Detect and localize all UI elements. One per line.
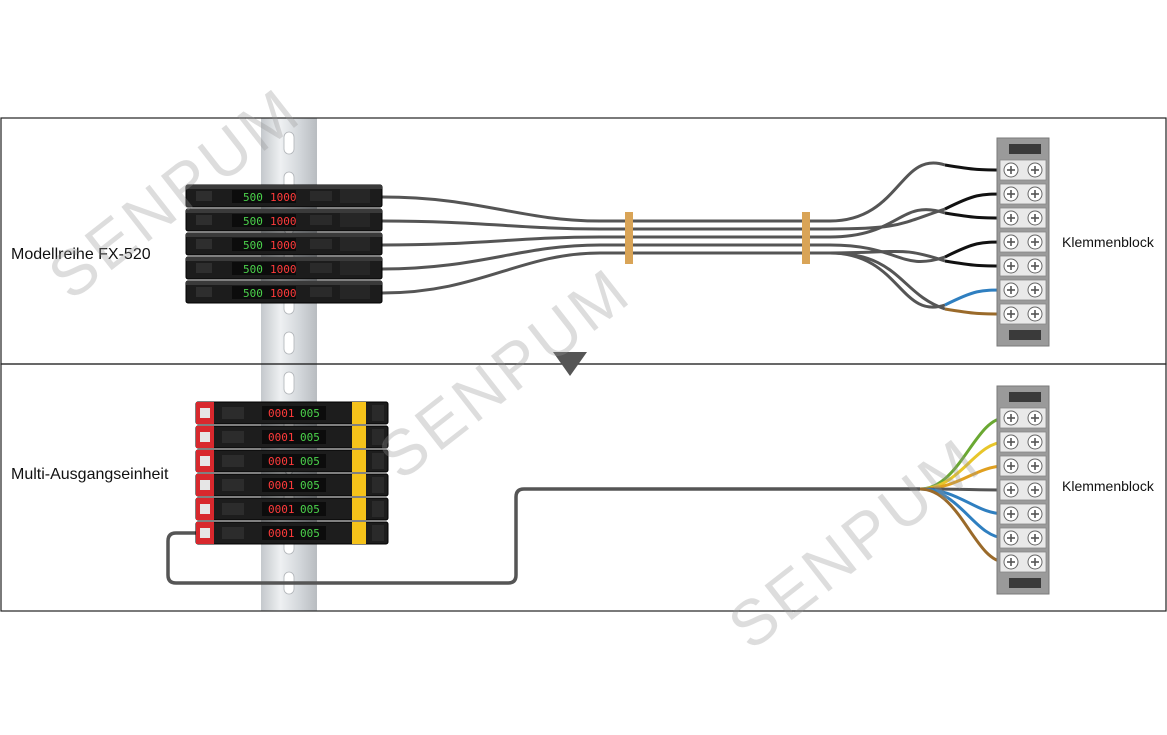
screw-icon	[1027, 506, 1043, 522]
screw-icon	[1003, 162, 1019, 178]
svg-text:500: 500	[243, 287, 263, 300]
svg-text:500: 500	[243, 239, 263, 252]
top-terminal-label: Klemmenblock	[1062, 234, 1154, 250]
terminal-wire	[829, 161, 946, 223]
screw-icon	[1003, 434, 1019, 450]
fx520-sensor-unit: 500 1000	[185, 256, 383, 280]
svg-text:1000: 1000	[270, 215, 297, 228]
svg-text:500: 500	[243, 215, 263, 228]
multi-output-unit: 0001 005	[195, 473, 389, 497]
wire-end	[944, 259, 1006, 268]
sensor-wire	[381, 235, 830, 247]
fx520-sensor-unit: 500 1000	[185, 208, 383, 232]
screw-icon	[1027, 234, 1043, 250]
terminal-wire	[829, 207, 946, 231]
screw-icon	[1003, 234, 1019, 250]
svg-text:0001: 0001	[268, 407, 295, 420]
screw-icon	[1027, 410, 1043, 426]
bottom-terminal-label: Klemmenblock	[1062, 478, 1154, 494]
down-arrow-icon	[553, 352, 587, 376]
svg-text:005: 005	[300, 455, 320, 468]
multi-output-unit: 0001 005	[195, 425, 389, 449]
sensor-wire	[381, 195, 830, 223]
screw-icon	[1027, 554, 1043, 570]
fx520-sensor-unit: 500 1000	[185, 280, 383, 304]
svg-text:1000: 1000	[270, 191, 297, 204]
screw-icon	[1003, 210, 1019, 226]
screw-icon	[1003, 530, 1019, 546]
svg-text:0001: 0001	[268, 479, 295, 492]
multi-output-unit: 0001 005	[195, 521, 389, 545]
svg-text:005: 005	[300, 431, 320, 444]
cable-tie-left	[625, 212, 633, 264]
terminal-wire	[829, 251, 946, 311]
terminal-block-bottom	[996, 385, 1050, 595]
bottom-panel-frame	[0, 363, 1167, 612]
screw-icon	[1027, 210, 1043, 226]
fanout-wire	[919, 440, 1006, 491]
sensor-wire	[381, 251, 830, 295]
screw-icon	[1003, 186, 1019, 202]
screw-icon	[1003, 458, 1019, 474]
wire-end	[944, 211, 1006, 220]
screw-icon	[1027, 530, 1043, 546]
svg-text:0001: 0001	[268, 527, 295, 540]
svg-text:005: 005	[300, 479, 320, 492]
multi-output-unit: 0001 005	[195, 497, 389, 521]
screw-icon	[1003, 410, 1019, 426]
svg-text:1000: 1000	[270, 287, 297, 300]
screw-icon	[1003, 258, 1019, 274]
screw-icon	[1027, 458, 1043, 474]
wire-end	[944, 163, 1006, 172]
screw-icon	[1003, 282, 1019, 298]
wire-end	[944, 240, 1006, 259]
screw-icon	[1027, 306, 1043, 322]
cable-tie-right	[802, 212, 810, 264]
svg-text:500: 500	[243, 191, 263, 204]
fx520-sensor-unit: 500 1000	[185, 184, 383, 208]
multi-output-unit: 0001 005	[195, 401, 389, 425]
svg-text:0001: 0001	[268, 431, 295, 444]
screw-icon	[1003, 506, 1019, 522]
top-wire-bundle	[381, 161, 1006, 316]
multi-output-cable	[166, 416, 1006, 585]
fx520-sensor-unit: 500 1000	[185, 232, 383, 256]
terminal-block-top	[996, 137, 1050, 347]
wire-end	[944, 307, 1006, 316]
terminal-wire	[829, 249, 946, 263]
screw-icon	[1027, 258, 1043, 274]
terminal-wire	[829, 208, 946, 239]
svg-text:1000: 1000	[270, 263, 297, 276]
bottom-panel-label: Multi-Ausgangseinheit	[11, 466, 169, 483]
multi-output-cable-line	[166, 487, 920, 585]
screw-icon	[1003, 306, 1019, 322]
fx520-sensor-stack: 500 1000 500 1000 500 1000 500 1000 500 1000	[185, 184, 383, 304]
svg-text:500: 500	[243, 263, 263, 276]
svg-text:005: 005	[300, 527, 320, 540]
sensor-wire	[381, 219, 830, 231]
screw-icon	[1027, 482, 1043, 498]
svg-text:005: 005	[300, 407, 320, 420]
screw-icon	[1027, 434, 1043, 450]
wire-end	[944, 288, 1006, 307]
multi-output-unit: 0001 005	[195, 449, 389, 473]
screw-icon	[1003, 482, 1019, 498]
top-panel-label: Modellreihe FX-520	[11, 246, 151, 263]
svg-text:0001: 0001	[268, 455, 295, 468]
svg-text:005: 005	[300, 503, 320, 516]
terminal-wire	[829, 243, 946, 264]
screw-icon	[1027, 282, 1043, 298]
wire-end	[944, 192, 1006, 211]
screw-icon	[1027, 162, 1043, 178]
svg-text:1000: 1000	[270, 239, 297, 252]
screw-icon	[1003, 554, 1019, 570]
screw-icon	[1027, 186, 1043, 202]
sensor-wire	[381, 243, 830, 271]
svg-text:0001: 0001	[268, 503, 295, 516]
fanout-wire	[919, 487, 1006, 564]
